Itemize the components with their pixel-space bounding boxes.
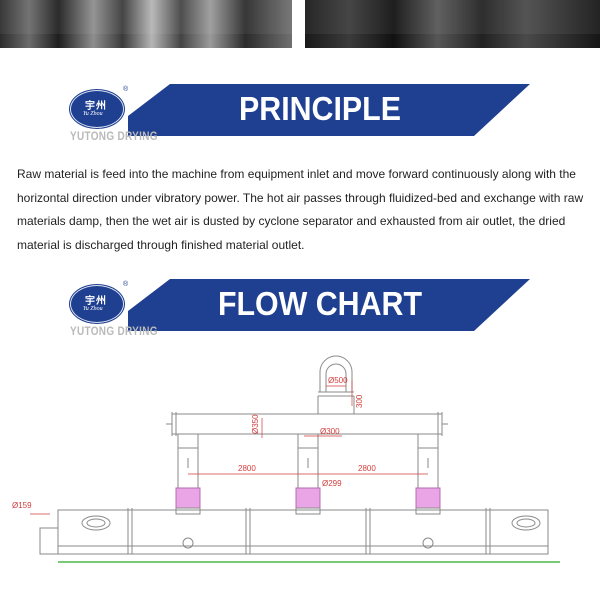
company-logo: 宇州 Yu Zhou ® (70, 86, 130, 128)
principle-title: PRINCIPLE (239, 90, 401, 127)
logo-mark: 宇州 Yu Zhou (70, 90, 124, 128)
product-photo-left (0, 0, 292, 48)
logo-mark: 宇州 Yu Zhou (70, 285, 124, 323)
flow-chart-title: FLOW CHART (217, 285, 423, 322)
logo-chinese: 宇州 (85, 296, 107, 307)
logo-chinese: 宇州 (85, 101, 107, 112)
dim-vertical: 300 (355, 394, 364, 408)
flow-chart-drawing: Ø500 Ø300 2800 2800 Ø299 Ø350 300 Ø159 (12, 355, 560, 563)
dim-span-right: 2800 (358, 464, 376, 473)
dim-left-label: Ø159 (12, 501, 32, 510)
logo-script: Yu Zhou (83, 111, 103, 117)
air-outlet-elbow (318, 355, 354, 397)
dimension-lines (30, 380, 428, 515)
brand-name: YUTONG DRYING (70, 326, 158, 339)
dim-span-left: 2800 (238, 464, 256, 473)
header-pipe (166, 396, 448, 436)
banner-shape (128, 279, 530, 331)
dimension-labels: Ø500 Ø300 2800 2800 Ø299 Ø350 300 Ø159 (12, 376, 376, 510)
principle-banner: 宇州 Yu Zhou ® YUTONG DRYING PRINCIPLE (70, 84, 530, 144)
brand-name: YUTONG DRYING (70, 131, 158, 144)
flow-chart-banner: 宇州 Yu Zhou ® YUTONG DRYING FLOW CHART (70, 279, 530, 339)
banner-shape (128, 84, 530, 136)
product-photo-right (305, 0, 600, 48)
registered-mark: ® (123, 281, 129, 288)
dim-riser-diameter: Ø299 (322, 479, 342, 488)
registered-mark: ® (123, 86, 129, 93)
top-photo-strip (0, 0, 600, 48)
logo-script: Yu Zhou (83, 306, 103, 312)
company-logo: 宇州 Yu Zhou ® (70, 281, 130, 323)
dim-pipe-diameter: Ø300 (320, 427, 340, 436)
dim-header-diameter: Ø350 (251, 414, 260, 434)
fluid-bed-body (39, 508, 549, 555)
principle-description: Raw material is feed into the machine fr… (17, 167, 584, 252)
dim-top-diameter: Ø500 (328, 376, 348, 385)
riser-pipes (175, 434, 441, 515)
